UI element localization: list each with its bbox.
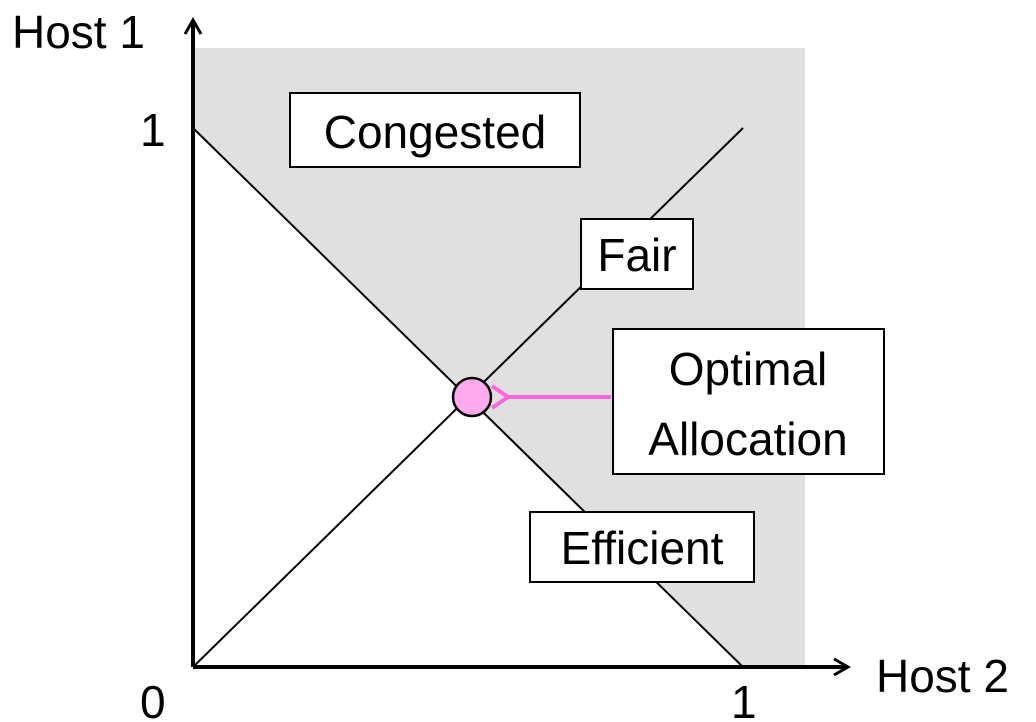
congested-box <box>289 92 581 168</box>
origin-label: 0 <box>140 676 166 722</box>
optimal-allocation-box <box>612 328 885 475</box>
optimal-point <box>451 376 493 418</box>
optimal-allocation-line2: Allocation <box>648 413 847 465</box>
efficient-label: Efficient <box>561 522 724 574</box>
x-axis-label: Host 2 <box>876 650 1009 702</box>
y-tick-label: 1 <box>140 104 166 156</box>
fair-label: Fair <box>597 229 676 281</box>
efficient-box <box>529 511 755 583</box>
congested-label: Congested <box>324 106 547 158</box>
fair-box <box>580 218 694 290</box>
optimal-allocation-line1: Optimal <box>669 343 827 395</box>
x-tick-label: 1 <box>731 676 757 722</box>
y-axis-label: Host 1 <box>12 6 145 58</box>
